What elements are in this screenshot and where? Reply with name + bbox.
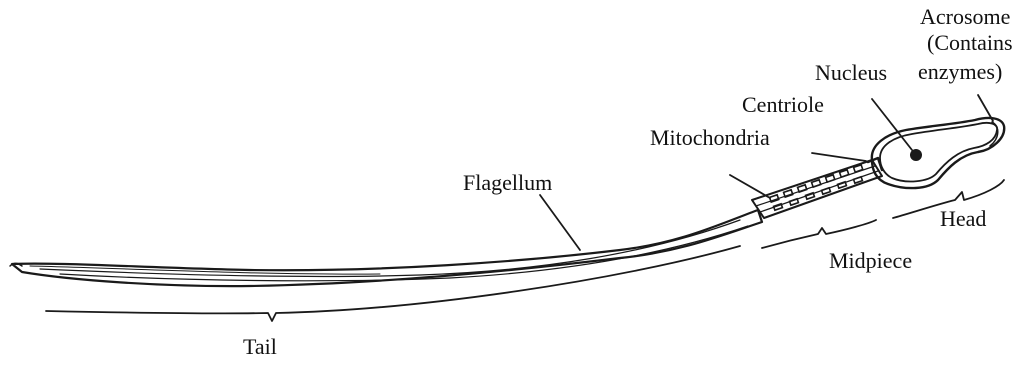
label-acrosome-line1: Acrosome (920, 4, 1010, 29)
pointer-centriole (812, 153, 866, 161)
tail-structure (10, 210, 762, 286)
pointer-lines (540, 95, 993, 250)
label-centriole: Centriole (742, 92, 824, 117)
label-acrosome-line3: enzymes) (918, 59, 1002, 84)
midpiece-structure (752, 158, 882, 218)
head-structure (872, 118, 1004, 188)
label-head: Head (940, 206, 986, 231)
label-nucleus: Nucleus (815, 60, 887, 85)
labels: Acrosome (Contains enzymes) Nucleus Cent… (243, 4, 1013, 359)
label-mitochondria: Mitochondria (650, 125, 770, 150)
brace-midpiece (762, 220, 876, 248)
label-midpiece: Midpiece (829, 248, 912, 273)
label-tail: Tail (243, 334, 277, 359)
pointer-flagellum (540, 195, 580, 250)
pointer-mitochondria (730, 175, 770, 198)
tail-outline (12, 210, 762, 286)
tail-inner-line-2 (60, 226, 748, 281)
label-flagellum: Flagellum (463, 170, 552, 195)
label-acrosome-line2: (Contains (927, 30, 1013, 55)
